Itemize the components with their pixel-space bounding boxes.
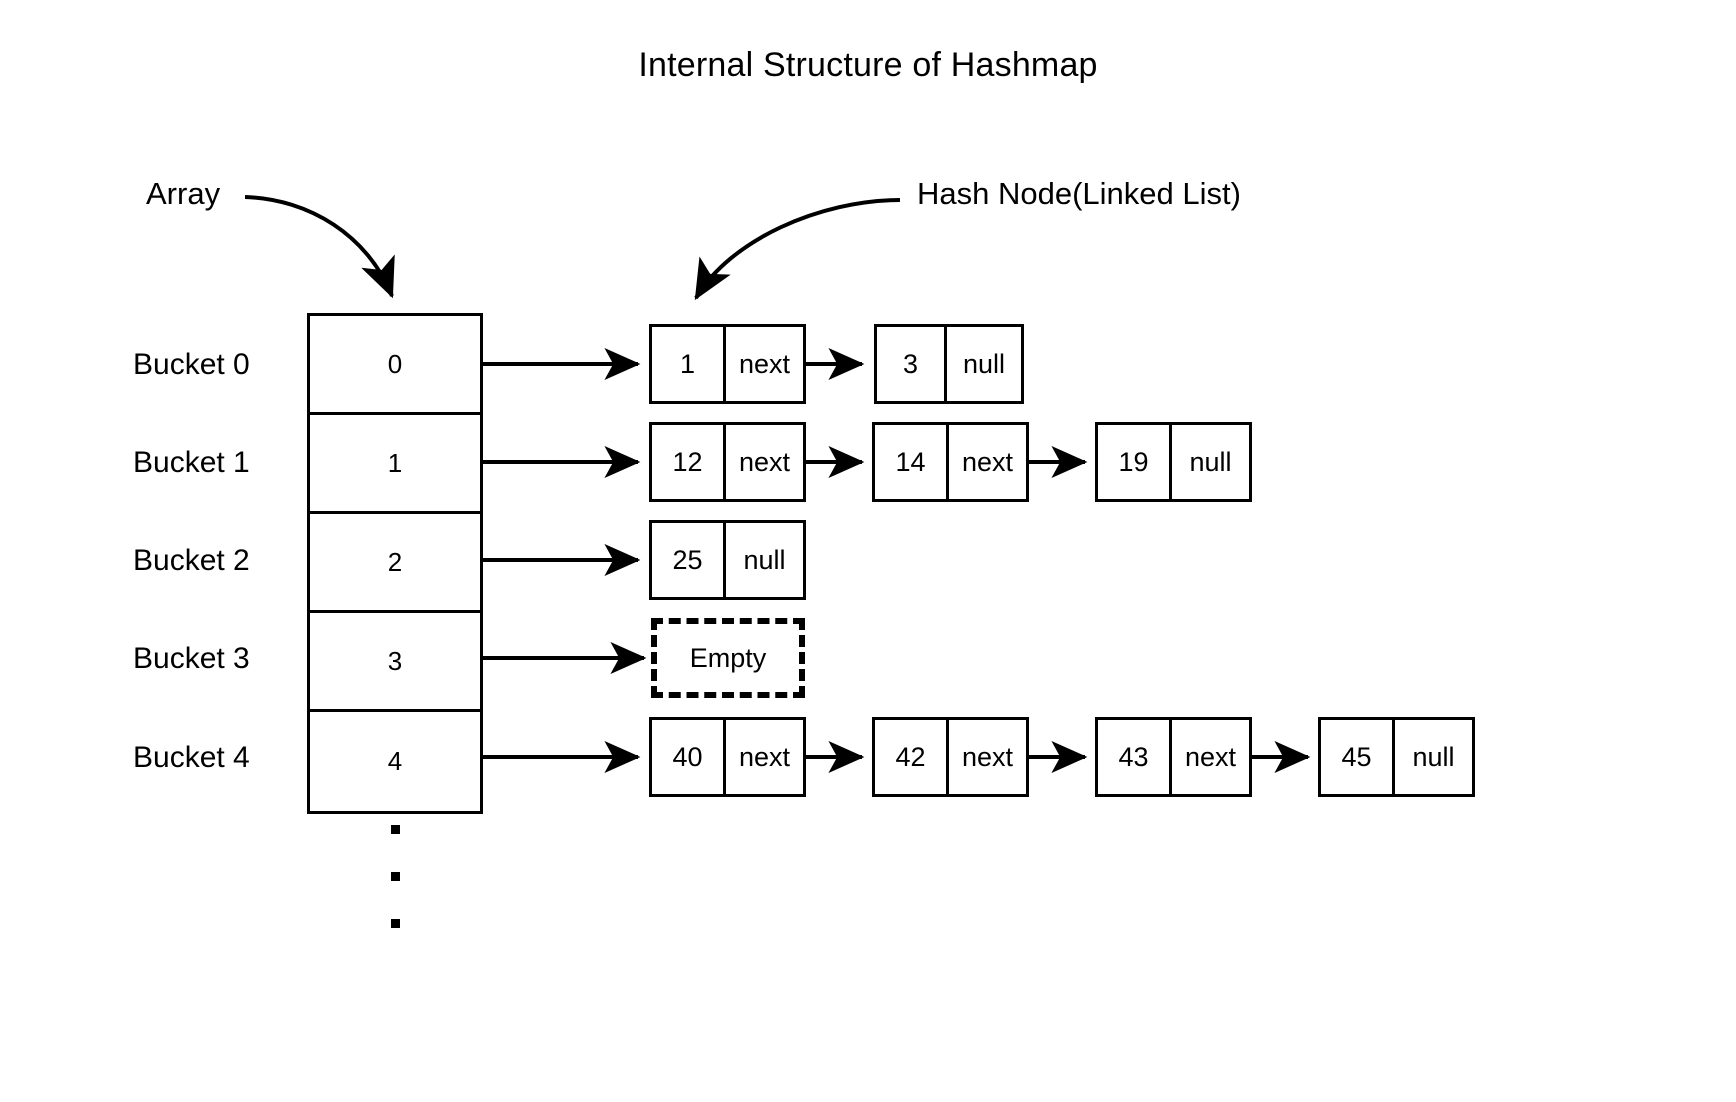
array-annotation-label: Array	[146, 176, 221, 211]
node-pointer: null	[1412, 741, 1455, 772]
empty-bucket-box-b3[interactable]: Empty	[651, 618, 805, 698]
hash-node-annotation-arrow	[694, 198, 901, 301]
node-key: 40	[652, 720, 726, 794]
hash-node-b1-1[interactable]: 14 next	[872, 422, 1029, 502]
bucket-label-0: Bucket 0	[133, 348, 250, 381]
page-title: Internal Structure of Hashmap	[638, 46, 1098, 84]
node-key: 3	[877, 327, 947, 401]
node-pointer: null	[962, 348, 1006, 379]
node-pointer: null	[743, 544, 786, 575]
ellipsis-dot	[390, 919, 400, 928]
node-pointer: next	[961, 741, 1014, 772]
node-key: 25	[652, 523, 726, 597]
hash-array: 0 1 2 3 4	[307, 313, 483, 814]
bucket-label-3: Bucket 3	[133, 642, 250, 675]
array-cell-0[interactable]: 0	[310, 316, 480, 415]
node-key: 14	[875, 425, 949, 499]
array-cell-4[interactable]: 4	[387, 746, 403, 776]
node-key: 42	[875, 720, 949, 794]
hash-node-b1-2[interactable]: 19 null	[1095, 422, 1252, 502]
ellipsis-dot	[390, 825, 400, 834]
hash-node-b0-0[interactable]: 1 next	[649, 324, 806, 404]
hash-node-b4-2[interactable]: 43 next	[1095, 717, 1252, 797]
node-key: 12	[652, 425, 726, 499]
node-pointer: next	[738, 446, 791, 477]
bucket-label-2: Bucket 2	[133, 544, 250, 577]
node-pointer: next	[738, 348, 791, 379]
hash-node-b0-1[interactable]: 3 null	[874, 324, 1024, 404]
node-pointer: next	[961, 446, 1014, 477]
bucket-label-1: Bucket 1	[133, 446, 250, 479]
array-cell-1[interactable]: 1	[310, 415, 480, 514]
node-key: 45	[1321, 720, 1395, 794]
node-pointer: next	[738, 741, 791, 772]
array-cell-2[interactable]: 2	[310, 514, 480, 613]
array-annotation-arrow	[244, 195, 395, 299]
hash-node-b4-3[interactable]: 45 null	[1318, 717, 1475, 797]
hash-node-annotation-label: Hash Node(Linked List)	[917, 176, 1241, 211]
array-continuation-dots	[307, 825, 483, 928]
hash-node-b1-0[interactable]: 12 next	[649, 422, 806, 502]
node-key: 19	[1098, 425, 1172, 499]
ellipsis-dot	[390, 872, 400, 881]
node-key: 43	[1098, 720, 1172, 794]
node-key: 1	[652, 327, 726, 401]
hash-node-b2-0[interactable]: 25 null	[649, 520, 806, 600]
node-pointer: null	[1189, 446, 1232, 477]
array-cell-3[interactable]: 3	[310, 613, 480, 712]
hash-node-b4-1[interactable]: 42 next	[872, 717, 1029, 797]
node-pointer: next	[1184, 741, 1237, 772]
hash-node-b4-0[interactable]: 40 next	[649, 717, 806, 797]
bucket-label-4: Bucket 4	[133, 741, 250, 774]
